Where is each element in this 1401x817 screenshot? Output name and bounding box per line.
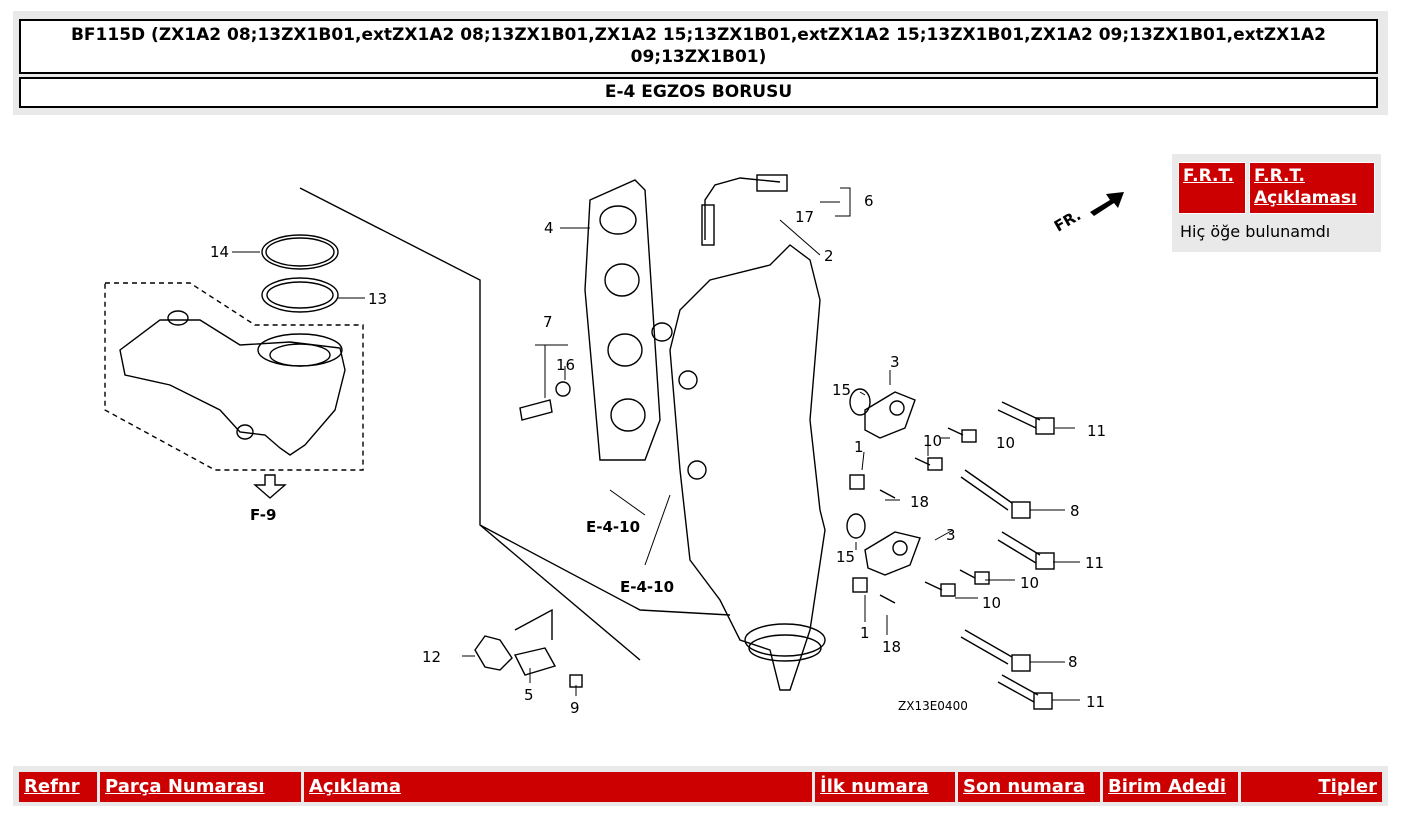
water-housing xyxy=(119,319,346,456)
callout-10-d: 10 xyxy=(982,594,1001,612)
callout-12: 12 xyxy=(422,648,441,666)
callout-10-b: 10 xyxy=(996,434,1015,452)
frt-column-header[interactable]: F.R.T. xyxy=(1178,162,1246,214)
bolt-10-d xyxy=(940,583,956,597)
callout-16: 16 xyxy=(556,356,575,374)
collar-1-upper xyxy=(849,474,865,490)
callout-7: 7 xyxy=(543,313,553,331)
callout-15-upper: 15 xyxy=(832,381,851,399)
frt-empty-message: Hiç öğe bulunamdı xyxy=(1180,222,1331,241)
callout-1-upper: 1 xyxy=(854,438,864,456)
bolt-10-b xyxy=(927,457,943,471)
ref-e4-10-upper: E-4-10 xyxy=(586,518,640,536)
callout-4: 4 xyxy=(544,219,554,237)
ref-f9: F-9 xyxy=(250,506,276,524)
bolt-11-mid xyxy=(997,531,1041,564)
flange-3-upper xyxy=(864,391,916,439)
o-ring-13 xyxy=(261,277,339,313)
callout-3-lower: 3 xyxy=(946,526,956,544)
bolt-8-low xyxy=(960,629,1013,665)
col-header-part-number[interactable]: Parça Numarası xyxy=(100,772,301,802)
callout-17: 17 xyxy=(795,208,814,226)
callout-13: 13 xyxy=(368,290,387,308)
callout-6: 6 xyxy=(864,192,874,210)
callout-15-lower: 15 xyxy=(836,548,855,566)
callout-18-lower: 18 xyxy=(882,638,901,656)
oxygen-sensor-6 xyxy=(704,177,781,240)
temp-sensor-7 xyxy=(519,399,553,421)
col-header-description[interactable]: Açıklama xyxy=(304,772,812,802)
col-header-unit-qty[interactable]: Birim Adedi xyxy=(1103,772,1238,802)
bracket-outline xyxy=(514,608,553,640)
assembly-outline xyxy=(299,187,731,661)
parts-table-header: Refnr Parça Numarası Açıklama İlk numara… xyxy=(13,766,1388,806)
callout-3-upper: 3 xyxy=(890,353,900,371)
diagram-code: ZX13E0400 xyxy=(898,699,968,713)
model-title: BF115D (ZX1A2 08;13ZX1B01,extZX1A2 08;13… xyxy=(19,19,1378,74)
gasket-15-upper xyxy=(849,388,871,416)
ref-e4-10-lower: E-4-10 xyxy=(620,578,674,596)
pipe-clamp-12 xyxy=(474,635,513,671)
bolt-10-a xyxy=(961,429,977,443)
gasket-15-lower xyxy=(846,513,866,539)
callout-10-c: 10 xyxy=(1020,574,1039,592)
fr-arrow-icon xyxy=(1090,192,1124,216)
callout-11-a: 11 xyxy=(1087,422,1106,440)
frt-panel: F.R.T. F.R.T. Açıklaması Hiç öğe bulunam… xyxy=(1172,154,1381,252)
col-header-first-number[interactable]: İlk numara xyxy=(815,772,955,802)
exhaust-manifold xyxy=(669,244,826,691)
bolt-8-top xyxy=(960,469,1013,511)
callout-1-lower: 1 xyxy=(860,624,870,642)
callout-14: 14 xyxy=(210,243,229,261)
callout-10-a: 10 xyxy=(923,432,942,450)
callout-11-c: 11 xyxy=(1086,693,1105,711)
housing-dashed-box xyxy=(104,282,364,471)
gasket-4 xyxy=(584,179,661,461)
col-header-refnr[interactable]: Refnr xyxy=(19,772,97,802)
bolt-11-top xyxy=(997,401,1041,429)
callout-9: 9 xyxy=(570,699,580,717)
washer-16 xyxy=(555,381,571,397)
callout-18-upper: 18 xyxy=(910,493,929,511)
header-panel: BF115D (ZX1A2 08;13ZX1B01,extZX1A2 08;13… xyxy=(13,11,1388,115)
callout-11-b: 11 xyxy=(1085,554,1104,572)
section-title: E-4 EGZOS BORUSU xyxy=(19,77,1378,108)
callout-8-b: 8 xyxy=(1068,653,1078,671)
collar-1-lower xyxy=(852,577,868,593)
f9-arrow xyxy=(253,474,287,499)
callout-8-a: 8 xyxy=(1070,502,1080,520)
bolt-11-low xyxy=(997,674,1039,703)
bracket-5 xyxy=(513,647,557,676)
o-ring-14 xyxy=(261,234,339,270)
frt-description-column-header[interactable]: F.R.T. Açıklaması xyxy=(1249,162,1375,214)
callout-2: 2 xyxy=(824,247,834,265)
fr-label: FR. xyxy=(1051,206,1084,235)
col-header-types[interactable]: Tipler xyxy=(1241,772,1382,802)
callout-5: 5 xyxy=(524,686,534,704)
exploded-parts-diagram: 14 13 4 6 17 2 7 16 3 15 1 10 10 11 18 8… xyxy=(104,174,1124,717)
bolt-10-c xyxy=(974,571,990,585)
flange-3-lower xyxy=(864,531,921,576)
col-header-last-number[interactable]: Son numara xyxy=(958,772,1100,802)
